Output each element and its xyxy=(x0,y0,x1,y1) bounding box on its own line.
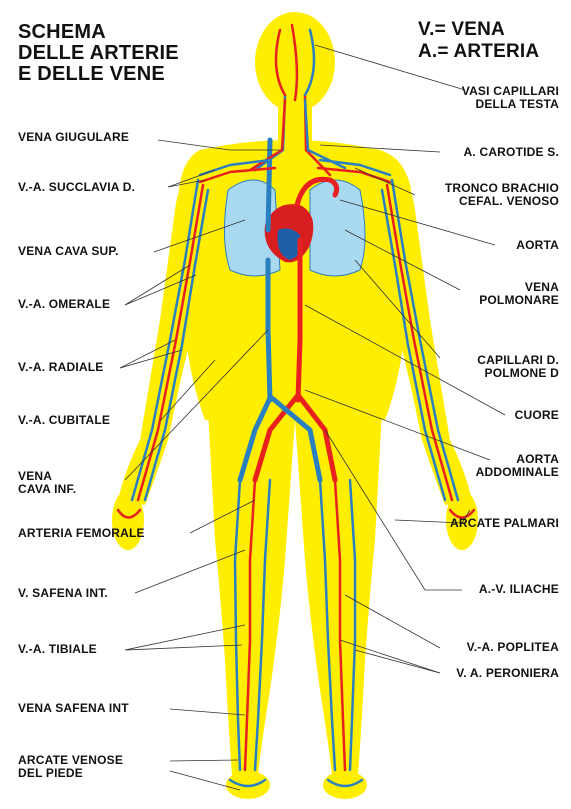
label-carotide: A. CAROTIDE S. xyxy=(464,146,559,159)
label-capillari-2: POLMONE D xyxy=(485,367,559,380)
label-vena-giugulare: VENA GIUGULARE xyxy=(18,131,129,144)
chart-title-line-2: DELLE ARTERIE xyxy=(18,43,179,64)
label-succlavia: V.-A. SUCCLAVIA D. xyxy=(18,181,135,194)
label-vena-polmonare-2: POLMONARE xyxy=(479,294,559,307)
label-arcate-venose-2: DEL PIEDE xyxy=(18,767,83,780)
label-femorale: ARTERIA FEMORALE xyxy=(18,527,145,540)
label-iliache: A.-V. ILIACHE xyxy=(479,583,559,596)
label-safena: V. SAFENA INT. xyxy=(18,587,108,600)
label-cava-inf-2: CAVA INF. xyxy=(18,483,76,496)
legend-arteria: A.= ARTERIA xyxy=(418,42,539,62)
label-radiale: V.-A. RADIALE xyxy=(18,361,104,374)
body-silhouette xyxy=(112,12,478,799)
chart-title-line-1: SCHEMA xyxy=(18,22,106,43)
label-cubitale: V.-A. CUBITALE xyxy=(18,414,110,427)
label-omerale: V.-A. OMERALE xyxy=(18,298,110,311)
label-aorta: AORTA xyxy=(516,239,559,252)
label-safena-int: VENA SAFENA INT xyxy=(18,702,129,715)
label-aorta-addominale-2: ADDOMINALE xyxy=(476,466,559,479)
label-vasi-capillari-2: DELLA TESTA xyxy=(475,98,559,111)
legend-vena: V.= VENA xyxy=(418,20,505,40)
label-tibiale: V.-A. TIBIALE xyxy=(18,643,97,656)
label-peroniera: V. A. PERONIERA xyxy=(456,667,559,680)
label-cuore: CUORE xyxy=(515,409,559,422)
label-cava-sup: VENA CAVA SUP. xyxy=(18,245,119,258)
label-arcate-palmari: ARCATE PALMARI xyxy=(450,517,559,530)
label-poplitea: V.-A. POPLITEA xyxy=(467,641,559,654)
chart-title-line-3: E DELLE VENE xyxy=(18,64,165,85)
label-tronco-2: CEFAL. VENOSO xyxy=(459,195,559,208)
